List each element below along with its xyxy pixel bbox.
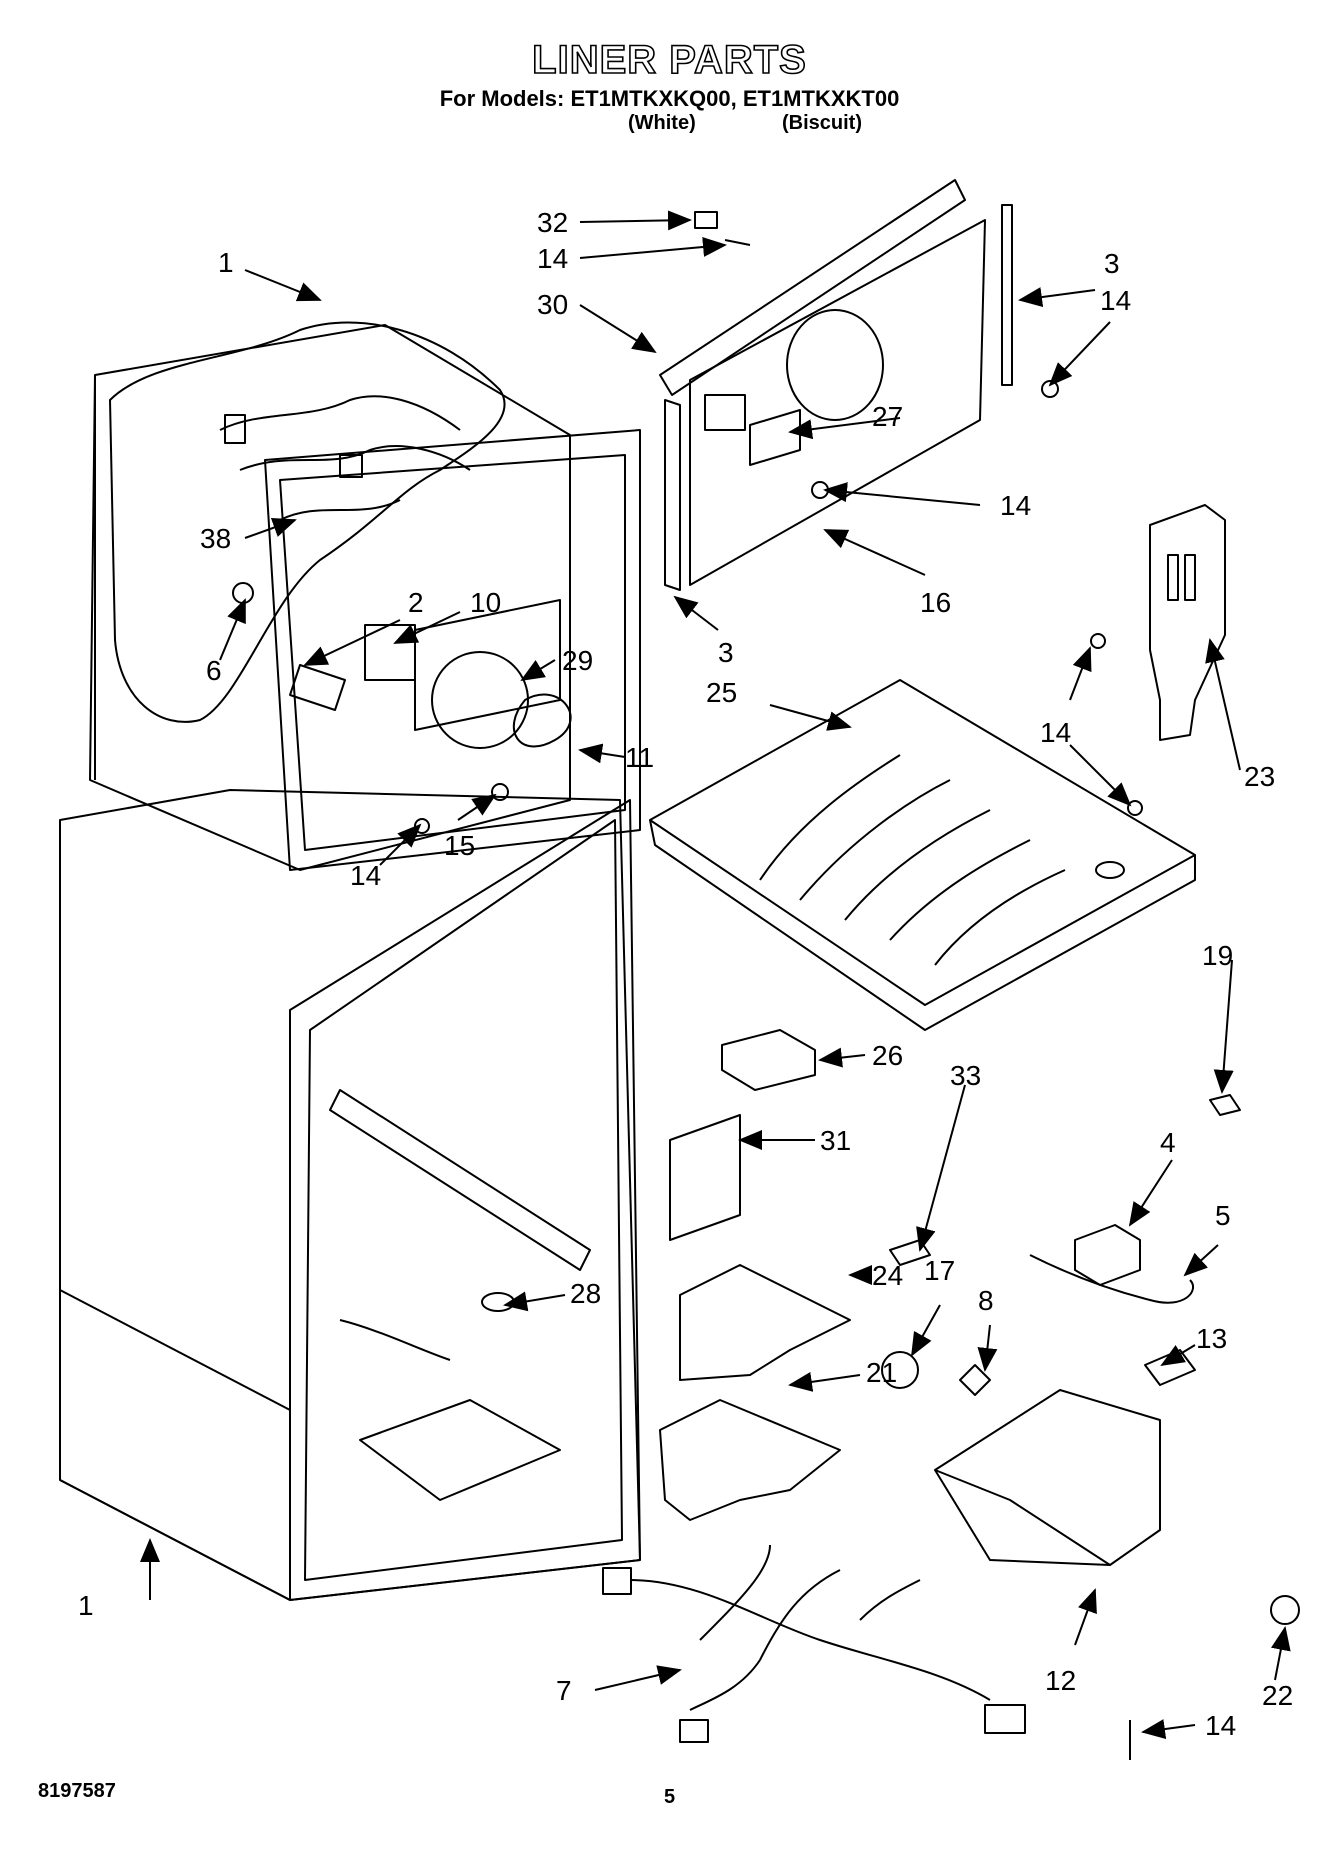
models-label: For Models: ET1MTKXKQ00, ET1MTKXKT00 <box>439 86 900 111</box>
callout-4: 4 <box>1160 1127 1176 1158</box>
callout-14-b: 14 <box>1100 285 1131 316</box>
page-title: LINER PARTS <box>531 37 807 83</box>
drip-tray <box>649 679 1196 1031</box>
callout-14-e: 14 <box>350 860 381 891</box>
callout-15: 15 <box>444 830 475 861</box>
callout-14-c: 14 <box>1000 490 1031 521</box>
callout-38: 38 <box>200 523 231 554</box>
callout-28: 28 <box>570 1278 601 1309</box>
callout-5: 5 <box>1215 1200 1231 1231</box>
callout-10: 10 <box>470 587 501 618</box>
callout-32: 32 <box>537 207 568 238</box>
callout-21: 21 <box>866 1357 897 1388</box>
variant-white-label: (White) <box>628 112 696 134</box>
callout-19: 19 <box>1202 940 1233 971</box>
light-shield <box>659 1264 851 1521</box>
variant-biscuit-label: (Biscuit) <box>782 112 862 134</box>
callout-14-f: 14 <box>1205 1710 1236 1741</box>
fresh-food-liner <box>59 789 641 1601</box>
callout-1-bottom: 1 <box>78 1590 94 1621</box>
leader-arrows <box>140 210 1291 1739</box>
callout-30: 30 <box>537 289 568 320</box>
callout-14-a: 14 <box>537 243 568 274</box>
callout-6: 6 <box>206 655 222 686</box>
air-duct <box>1149 504 1226 741</box>
callout-17: 17 <box>924 1255 955 1286</box>
callout-1-top: 1 <box>218 247 234 278</box>
wiring-harness <box>602 1544 1026 1743</box>
callout-23: 23 <box>1244 761 1275 792</box>
callout-13: 13 <box>1196 1323 1227 1354</box>
callout-24: 24 <box>872 1260 903 1291</box>
callout-11: 11 <box>625 742 654 773</box>
callout-2: 2 <box>408 587 424 618</box>
callout-25: 25 <box>706 677 737 708</box>
callout-16: 16 <box>920 587 951 618</box>
callout-labels: 32 14 1 30 3 14 27 14 16 3 38 2 10 29 11… <box>78 207 1293 1741</box>
small-parts-group <box>669 1029 1241 1266</box>
freezer-liner <box>89 321 641 871</box>
evaporator-cover-panel <box>659 179 1013 591</box>
callout-27: 27 <box>872 401 903 432</box>
callout-29: 29 <box>562 645 593 676</box>
callout-26: 26 <box>872 1040 903 1071</box>
fan-motor-assembly <box>289 599 572 749</box>
callout-8: 8 <box>978 1285 994 1316</box>
callout-14-d: 14 <box>1040 717 1071 748</box>
callout-7: 7 <box>556 1675 572 1706</box>
document-number: 8197587 <box>38 1780 116 1802</box>
callout-31: 31 <box>820 1125 851 1156</box>
callout-12: 12 <box>1045 1665 1076 1696</box>
callout-33: 33 <box>950 1060 981 1091</box>
callout-3-top: 3 <box>1104 248 1120 279</box>
callout-3-mid: 3 <box>718 637 734 668</box>
freezer-wiring <box>219 395 471 521</box>
page-number: 5 <box>664 1786 676 1808</box>
callout-22: 22 <box>1262 1680 1293 1711</box>
